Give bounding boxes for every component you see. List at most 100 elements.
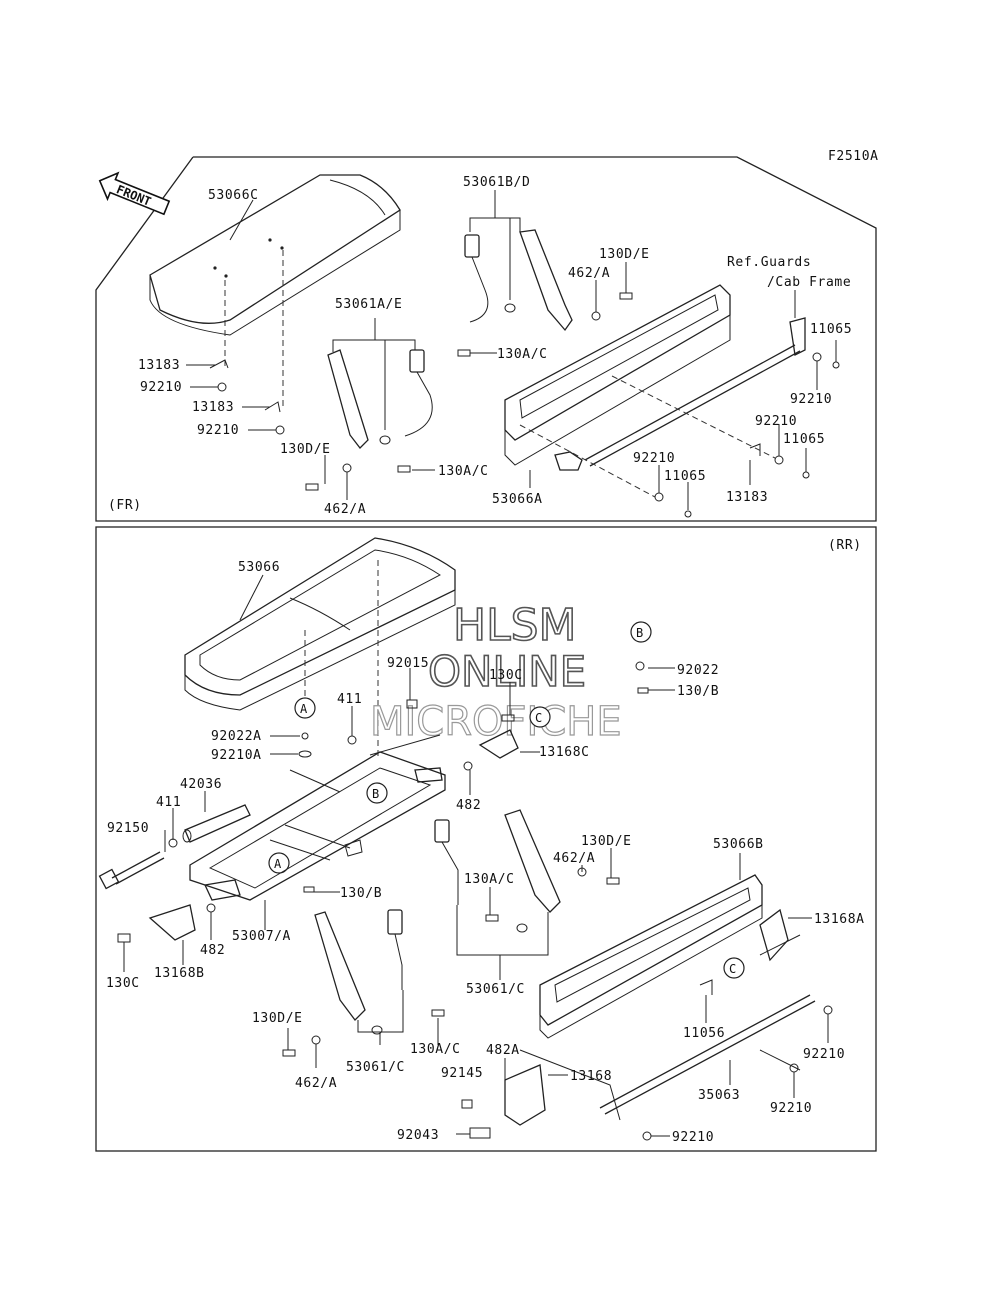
watermark-line3: MICROFICHE bbox=[370, 699, 622, 745]
label-53061AE: 53061A/E bbox=[335, 297, 402, 312]
label-11065-b: 11065 bbox=[783, 432, 825, 447]
label-130AC-l: 130A/C bbox=[410, 1042, 461, 1057]
label-92022A: 92022A bbox=[211, 729, 262, 744]
label-35063: 35063 bbox=[698, 1088, 740, 1103]
label-130AC-top: 130A/C bbox=[497, 347, 548, 362]
label-13168: 13168 bbox=[570, 1069, 612, 1084]
seat-belt-c-right bbox=[434, 809, 561, 933]
svg-text:C: C bbox=[535, 711, 542, 725]
label-92210-e: 92210 bbox=[633, 451, 675, 466]
seat-belt-bd bbox=[464, 229, 573, 332]
label-130DE-bot: 130D/E bbox=[280, 442, 331, 457]
label-13168B: 13168B bbox=[154, 966, 205, 981]
rear-hardware bbox=[168, 661, 649, 1057]
front-guard-rod bbox=[554, 317, 806, 471]
label-130DE-l: 130D/E bbox=[252, 1011, 303, 1026]
callout-c-lower: C bbox=[723, 957, 745, 979]
label-92210-c: 92210 bbox=[790, 392, 832, 407]
svg-text:B: B bbox=[636, 626, 643, 640]
label-53066: 53066 bbox=[238, 560, 280, 575]
label-42036: 42036 bbox=[180, 777, 222, 792]
label-92210-a: 92210 bbox=[140, 380, 182, 395]
label-13168A: 13168A bbox=[814, 912, 865, 927]
rear-hardware-2 bbox=[461, 1005, 833, 1141]
label-92210A: 92210A bbox=[211, 748, 262, 763]
rear-section-frame bbox=[95, 526, 877, 1152]
label-462A-top: 462/A bbox=[568, 266, 610, 281]
seat-belt-ae bbox=[327, 349, 433, 449]
label-130AC-r: 130A/C bbox=[464, 872, 515, 887]
label-92210-r3: 92210 bbox=[672, 1130, 714, 1145]
ref-note-line2: /Cab Frame bbox=[767, 275, 851, 290]
label-53066B: 53066B bbox=[713, 837, 764, 852]
label-130B-mid: 130/B bbox=[340, 886, 382, 901]
rear-seat-frame bbox=[189, 751, 446, 901]
label-92210-b: 92210 bbox=[197, 423, 239, 438]
svg-text:C: C bbox=[729, 962, 736, 976]
front-backrest bbox=[504, 284, 731, 466]
label-92043: 92043 bbox=[397, 1128, 439, 1143]
callout-b-lower: B bbox=[366, 782, 388, 804]
label-13183-a: 13183 bbox=[138, 358, 180, 373]
label-482-b: 482 bbox=[200, 943, 225, 958]
rear-seat-cushion bbox=[184, 537, 456, 711]
watermark-line2: ONLINE bbox=[428, 647, 586, 696]
label-13183-c: 13183 bbox=[726, 490, 768, 505]
callout-c-upper: C bbox=[529, 706, 551, 728]
callout-a-upper: A bbox=[294, 697, 316, 719]
callout-a-lower: A bbox=[268, 852, 290, 874]
bracket-13168B bbox=[117, 903, 216, 943]
label-130C-bot: 130C bbox=[106, 976, 140, 991]
section-tag-rear: (RR) bbox=[828, 538, 862, 553]
label-411-b: 411 bbox=[156, 795, 181, 810]
label-92150: 92150 bbox=[107, 821, 149, 836]
callout-b-upper: B bbox=[630, 621, 652, 643]
label-13168C: 13168C bbox=[539, 745, 590, 760]
label-482-a: 482 bbox=[456, 798, 481, 813]
frame-tube-42036 bbox=[182, 804, 251, 843]
svg-text:B: B bbox=[372, 787, 379, 801]
label-130DE-top: 130D/E bbox=[599, 247, 650, 262]
rear-backrest bbox=[539, 874, 763, 1039]
label-53061C-r: 53061/C bbox=[466, 982, 525, 997]
label-130DE-r: 130D/E bbox=[581, 834, 632, 849]
label-53007A: 53007/A bbox=[232, 929, 291, 944]
label-130AC-bot: 130A/C bbox=[438, 464, 489, 479]
label-92210-d: 92210 bbox=[755, 414, 797, 429]
label-92210-r1: 92210 bbox=[803, 1047, 845, 1062]
label-13183-b: 13183 bbox=[192, 400, 234, 415]
rear-guard-bar bbox=[504, 908, 816, 1126]
front-section-frame bbox=[95, 156, 877, 522]
label-53061BD: 53061B/D bbox=[463, 175, 530, 190]
front-arrow-icon: FRONT bbox=[98, 171, 171, 216]
label-462A-l: 462/A bbox=[295, 1076, 337, 1091]
watermark: HLSM ONLINE MICROFICHE bbox=[369, 599, 622, 745]
bracket-13168C bbox=[463, 729, 519, 771]
label-130B-right: 130/B bbox=[677, 684, 719, 699]
front-hardware bbox=[209, 292, 840, 518]
label-92210-r2: 92210 bbox=[770, 1101, 812, 1116]
label-92145: 92145 bbox=[441, 1066, 483, 1081]
svg-text:A: A bbox=[274, 857, 282, 871]
diagram-code: F2510A bbox=[828, 149, 879, 164]
watermark-line1: HLSM bbox=[453, 600, 577, 651]
label-11065-a: 11065 bbox=[810, 322, 852, 337]
label-11065-c: 11065 bbox=[664, 469, 706, 484]
label-92015: 92015 bbox=[387, 656, 429, 671]
label-130C-top: 130C bbox=[489, 668, 523, 683]
bolt-92150 bbox=[98, 851, 165, 890]
label-53061C-l: 53061/C bbox=[346, 1060, 405, 1075]
front-seat-cushion bbox=[149, 174, 401, 336]
label-53066C: 53066C bbox=[208, 188, 259, 203]
label-462A-bot: 462/A bbox=[324, 502, 366, 517]
svg-text:A: A bbox=[300, 702, 308, 716]
seat-belt-c-left bbox=[314, 909, 403, 1035]
label-11056: 11056 bbox=[683, 1026, 725, 1041]
label-53066A: 53066A bbox=[492, 492, 543, 507]
section-tag-front: (FR) bbox=[108, 498, 142, 513]
label-482A: 482A bbox=[486, 1043, 520, 1058]
label-411-a: 411 bbox=[337, 692, 362, 707]
label-462A-r: 462/A bbox=[553, 851, 595, 866]
ref-note-line1: Ref.Guards bbox=[727, 255, 811, 270]
